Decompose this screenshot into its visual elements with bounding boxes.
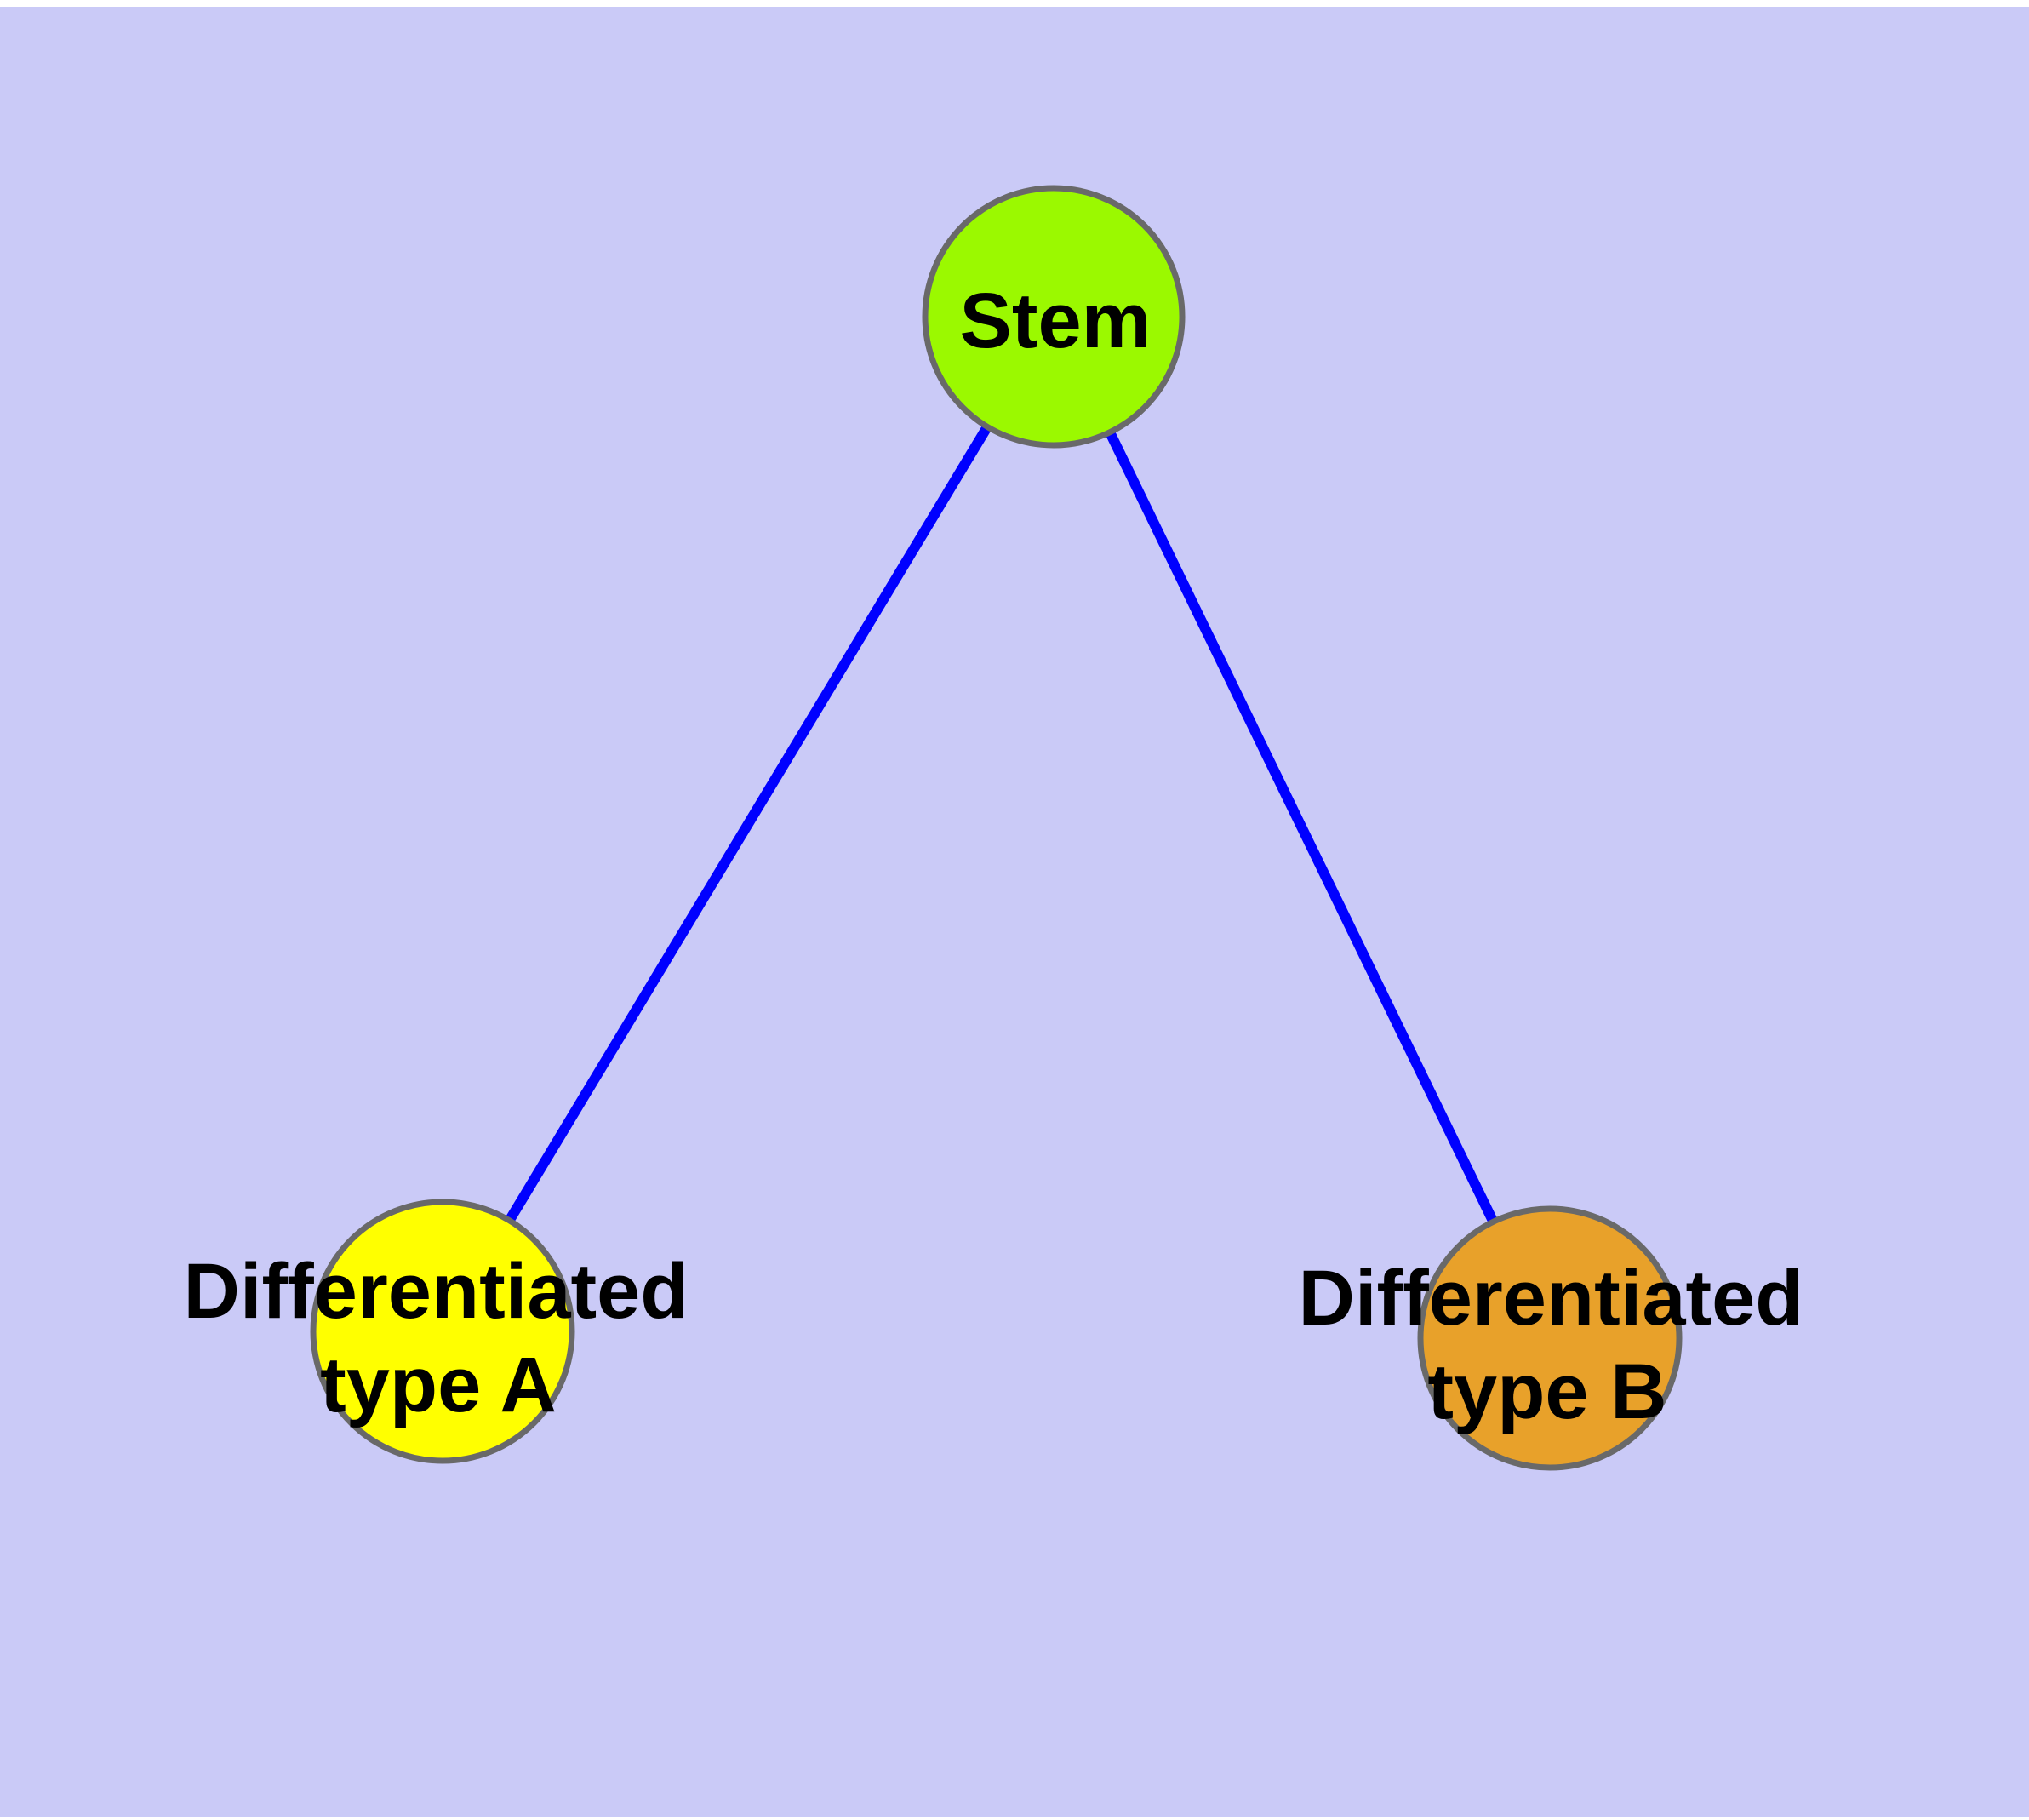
type-a-label-line1: Differentiated	[184, 1248, 689, 1335]
edge-stem-to-typeB	[1049, 314, 1555, 1341]
differentiated-type-b-node	[1417, 1205, 1683, 1471]
node-group	[310, 185, 1683, 1471]
edge-group	[437, 313, 1555, 1341]
differentiated-type-a-node	[310, 1199, 575, 1464]
type-a-label-line2: type A	[320, 1342, 557, 1428]
stem-node-label: Stem	[960, 278, 1152, 364]
type-b-label-line2: type B	[1427, 1348, 1666, 1435]
stem-node	[922, 185, 1186, 449]
type-b-label-line1: Differentiated	[1299, 1255, 1803, 1342]
edge-stem-to-typeA	[437, 313, 1059, 1335]
label-group: Stem Differentiated type A Differentiate…	[184, 278, 1803, 1435]
